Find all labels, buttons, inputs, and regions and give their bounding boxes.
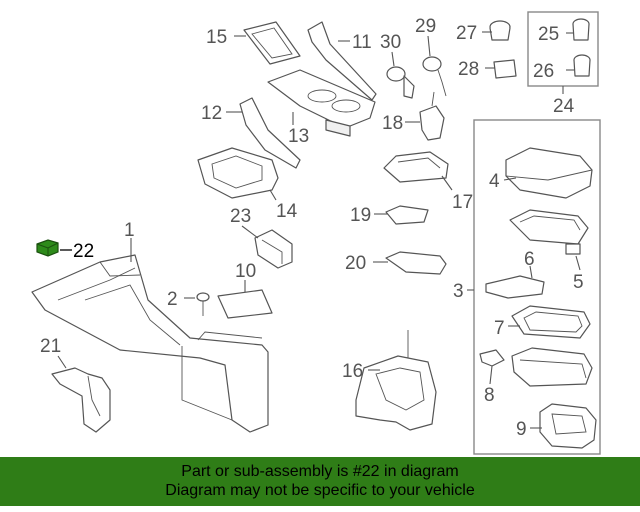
- callout-19: 19: [350, 205, 371, 226]
- callout-2: 2: [167, 289, 178, 310]
- part-7-tray[interactable]: [511, 305, 591, 339]
- callout-1: 1: [124, 220, 135, 241]
- part-23-lock[interactable]: [254, 229, 293, 269]
- callout-30: 30: [380, 32, 401, 53]
- callout-12: 12: [201, 103, 222, 124]
- part-11-trim[interactable]: [307, 21, 377, 101]
- leader-8: [489, 365, 493, 385]
- callout-5: 5: [573, 272, 584, 293]
- callout-13: 13: [288, 126, 309, 147]
- part-30-socket[interactable]: [386, 66, 415, 99]
- leader-17: [441, 175, 453, 191]
- part-8-clip[interactable]: [479, 349, 505, 367]
- banner-line-part-info: Part or sub-assembly is #22 in diagram: [181, 463, 459, 480]
- part-9-bracket[interactable]: [539, 403, 597, 449]
- leader-5: [575, 255, 581, 271]
- leader-21: [57, 355, 67, 369]
- part-13-cup-holder[interactable]: [267, 69, 376, 137]
- part-15-cover[interactable]: [243, 21, 301, 65]
- part-20-plate[interactable]: [385, 251, 447, 275]
- callout-21: 21: [40, 336, 61, 357]
- callout-20: 20: [345, 253, 366, 274]
- part-10-pad[interactable]: [217, 289, 273, 319]
- part-28-cup[interactable]: [493, 59, 517, 79]
- part-6-mat[interactable]: [485, 275, 545, 299]
- part-17-shift-panel[interactable]: [383, 151, 449, 183]
- part-25-lighter[interactable]: [572, 18, 590, 41]
- leader-6: [529, 265, 533, 279]
- callout-15: 15: [206, 27, 227, 48]
- callout-8: 8: [484, 385, 495, 406]
- info-banner: Part or sub-assembly is #22 in diagram D…: [0, 457, 640, 506]
- part-29-socket[interactable]: [422, 56, 447, 97]
- callout-22[interactable]: 22: [73, 241, 94, 262]
- callout-3: 3: [453, 281, 464, 302]
- callout-14: 14: [276, 201, 298, 222]
- part-lower-tray[interactable]: [511, 347, 593, 387]
- leader-29: [427, 35, 431, 57]
- part-19-bezel[interactable]: [385, 205, 429, 225]
- part-21-bracket[interactable]: [51, 367, 111, 433]
- part-4-lid[interactable]: [505, 147, 593, 199]
- callout-10: 10: [235, 261, 256, 282]
- callout-17: 17: [452, 192, 473, 213]
- leader-30: [391, 51, 395, 67]
- callout-28: 28: [458, 59, 479, 80]
- banner-line-disclaimer: Diagram may not be specific to your vehi…: [165, 482, 475, 499]
- callout-18: 18: [382, 113, 403, 134]
- part-27-cup[interactable]: [489, 20, 511, 41]
- callout-4: 4: [489, 171, 500, 192]
- exploded-parts-diagram: 1 2 3 4 5 6 7 8 9 10 11 12 13 14 15 16 1…: [31, 11, 601, 455]
- callout-6: 6: [524, 249, 535, 270]
- part-26-socket[interactable]: [573, 54, 591, 77]
- part-2-screw[interactable]: [196, 292, 210, 316]
- leader-23: [241, 225, 259, 239]
- part-1-console-box[interactable]: [31, 254, 269, 433]
- leader-14: [269, 189, 277, 201]
- callout-24: 24: [553, 96, 575, 117]
- part-16-shifter[interactable]: [355, 330, 437, 431]
- leader-4: [503, 177, 517, 181]
- callout-29: 29: [415, 16, 436, 37]
- part-5-lid-inner[interactable]: [509, 209, 589, 255]
- part-14-panel[interactable]: [197, 147, 279, 199]
- parts-group-box-3: [473, 119, 601, 455]
- part-12-trim[interactable]: [239, 97, 301, 169]
- callout-26: 26: [533, 61, 554, 82]
- part-18-shift-knob[interactable]: [419, 91, 445, 141]
- callout-9: 9: [516, 419, 527, 440]
- callout-16: 16: [342, 361, 363, 382]
- part-22-clip[interactable]: [36, 239, 59, 257]
- callout-25: 25: [538, 24, 559, 45]
- callout-23: 23: [230, 206, 251, 227]
- callout-7: 7: [494, 318, 505, 339]
- callout-11: 11: [352, 32, 372, 53]
- callout-27: 27: [456, 23, 477, 44]
